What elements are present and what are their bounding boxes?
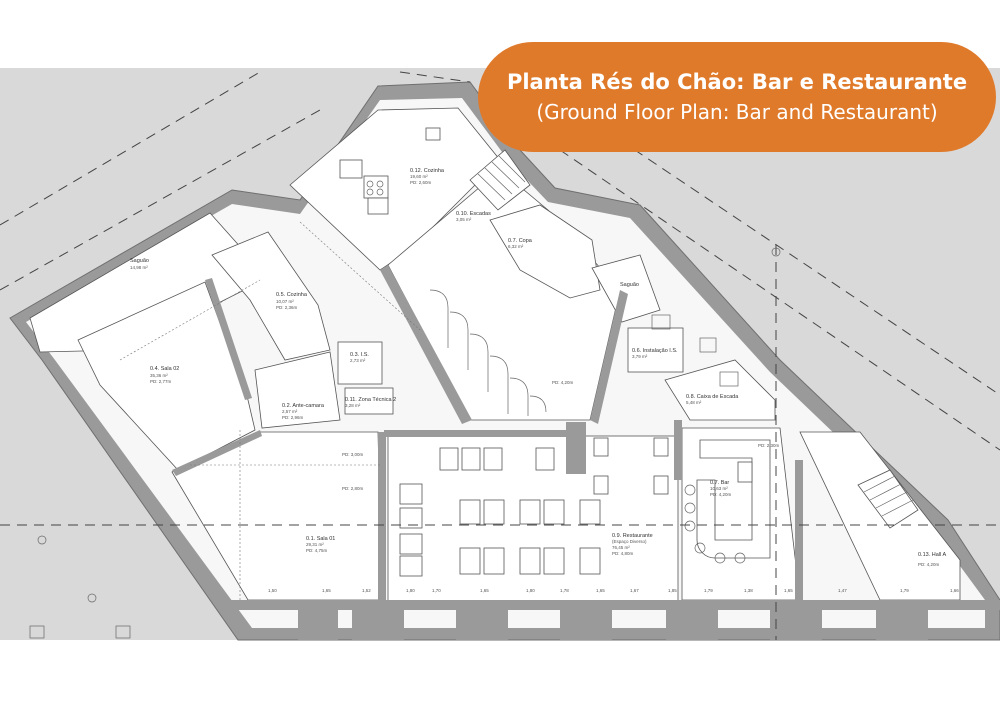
dim-label: 1,65	[784, 588, 793, 593]
dotted-lines	[119, 221, 421, 600]
room-zona-tecnica	[344, 387, 394, 415]
label-sala-01-pd: PD: 4,75m	[306, 548, 328, 553]
label-caixa-escada-area: 5,48 m²	[686, 400, 702, 405]
label-ante-camara: 0.2. Ante-camara	[282, 403, 325, 409]
label-sala-02-area: 35,36 m²	[150, 373, 168, 378]
label-restaurante-sub: (Espaço Diverso)	[612, 539, 647, 544]
label-is-area: 2,73 m²	[350, 358, 366, 363]
label-sala-01: 0.1. Sala 01	[306, 536, 335, 542]
dim-label: 1,85	[668, 588, 677, 593]
dim-label: 1,65	[480, 588, 489, 593]
label-saguao-left-area: 14,98 m²	[130, 265, 148, 270]
label-copa: 0.7. Copa	[508, 238, 533, 244]
bar-counter	[684, 439, 771, 564]
label-cozinha-small-pd: PD: 2,36m	[276, 305, 298, 310]
dim-label: 1,78	[560, 588, 569, 593]
dim-label: 1,38	[744, 588, 753, 593]
label-bar-area: 10,63 m²	[710, 486, 728, 491]
dim-label: 1,70	[432, 588, 441, 593]
title-main: Planta Rés do Chão: Bar e Restaurante	[506, 70, 968, 94]
dim-label: 1,52	[362, 588, 371, 593]
label-bar-pd: PD: 4,20m	[710, 492, 732, 497]
label-escadas-area: 3,05 m²	[456, 217, 472, 222]
street-area	[0, 640, 1000, 720]
label-is: 0.3. I.S.	[350, 352, 369, 358]
label-hall: 0.13. Hall A	[918, 552, 946, 558]
label-sala-02: 0.4. Sala 02	[150, 366, 179, 372]
room-copa	[489, 204, 601, 299]
dim-label: 1,80	[526, 588, 535, 593]
label-restaurante-area: 76,45 m²	[612, 545, 630, 550]
room-is	[337, 341, 383, 385]
label-sala-02-pd: PD: 2,77m	[150, 379, 172, 384]
label-cozinha-main-area: 19,60 m²	[410, 174, 428, 179]
label-zona-tecnica-area: 3,28 m²	[345, 403, 361, 408]
label-escadas: 0.10. Escadas	[456, 211, 491, 217]
room-caixa-escada	[664, 359, 776, 421]
label-caixa-escada: 0.8. Caixa de Escada	[686, 394, 739, 400]
room-hall	[799, 431, 961, 601]
dim-label: 1,79	[704, 588, 713, 593]
dashed-lines	[0, 71, 1000, 640]
title-subtitle: (Ground Floor Plan: Bar and Restaurant)	[536, 100, 938, 124]
label-cozinha-small-area: 10,07 m²	[276, 299, 294, 304]
label-ante-camara-pd: PD: 2,96m	[282, 415, 304, 420]
toilets	[651, 314, 739, 387]
stairs-top	[469, 149, 531, 211]
dim-label: 1,50	[268, 588, 277, 593]
room-labels: Saguão 14,98 m² 0.4. Sala 02 35,36 m² PD…	[130, 168, 946, 567]
label-pd-corridor: PD: 4,20m	[552, 380, 574, 385]
room-sala-02	[77, 281, 256, 471]
room-cozinha-small	[211, 231, 331, 361]
section-markers	[29, 247, 781, 639]
kitchen-equipment	[339, 127, 441, 215]
label-pd-top: PD: 3,00m	[342, 452, 364, 457]
label-zona-tecnica: 0.11. Zona Técnica 2	[345, 397, 396, 403]
interior-walls	[172, 265, 1000, 610]
dim-label: 1,79	[900, 588, 909, 593]
label-sala-01-area: 29,31 m²	[306, 542, 324, 547]
dim-label: 1,47	[838, 588, 847, 593]
label-restaurante: 0.9. Restaurante	[612, 533, 653, 539]
title-banner: Planta Rés do Chão: Bar e Restaurante (G…	[478, 42, 996, 152]
label-ante-camara-area: 2,57 m²	[282, 409, 298, 414]
top-counter	[439, 447, 555, 471]
facade-pillars	[298, 610, 928, 640]
label-pd-sala01-top: PD: 2,80m	[342, 486, 364, 491]
room-instalacoes	[627, 327, 684, 373]
room-saguao-right	[591, 254, 661, 323]
label-bar: 0.7. Bar	[710, 480, 729, 486]
dining-tables	[459, 437, 669, 575]
dim-label: 1,65	[596, 588, 605, 593]
dim-label: 1,65	[322, 588, 331, 593]
label-pd-bar-top: PD: 2,30m	[758, 443, 780, 448]
arches	[429, 289, 547, 416]
label-saguao-left: Saguão	[130, 258, 149, 264]
label-copa-area: 6,32 m²	[508, 244, 524, 249]
stairs-bottom	[857, 469, 919, 529]
dim-label: 1,67	[630, 588, 639, 593]
label-cozinha-main-pd: PD: 2,60m	[410, 180, 432, 185]
dim-label: 1,80	[406, 588, 415, 593]
bench-seats	[399, 483, 423, 577]
dim-label: 1,66	[950, 588, 959, 593]
label-hall-pd: PD: 4,20m	[918, 562, 940, 567]
label-cozinha-small: 0.5. Cozinha	[276, 292, 308, 298]
label-restaurante-pd: PD: 4,80m	[612, 551, 634, 556]
label-cozinha-main: 0.12. Cozinha	[410, 168, 445, 174]
label-saguao-right: Saguão	[620, 282, 639, 288]
label-instalacoes: 0.6. Instalação I.S.	[632, 348, 678, 354]
label-instalacoes-area: 3,79 m²	[632, 354, 648, 359]
room-ante-camara	[254, 351, 341, 429]
dimension-labels: 1,50 1,65 1,52 1,80 1,70 1,65 1,80 1,78 …	[268, 588, 959, 593]
